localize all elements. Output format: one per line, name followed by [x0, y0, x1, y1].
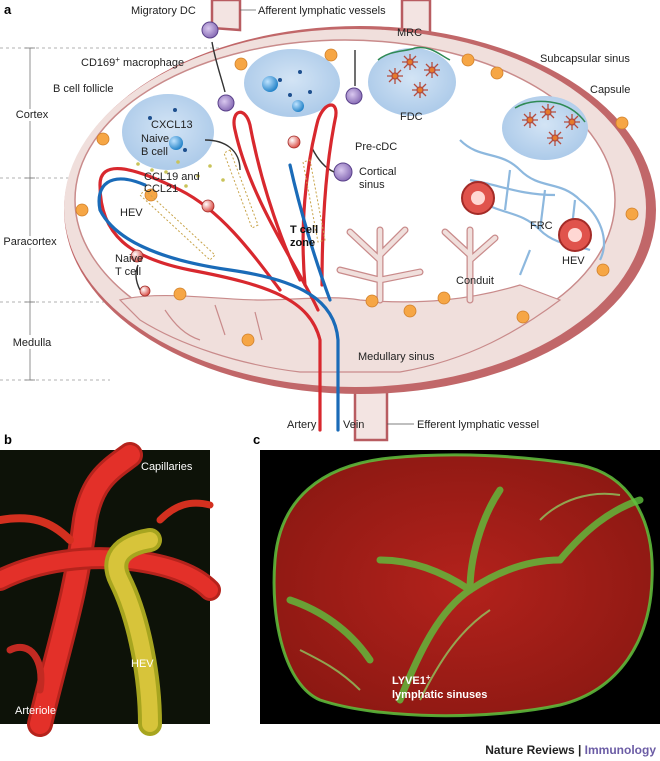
label-afferent: Afferent lymphatic vessels [258, 5, 386, 17]
label-naive-b-2: B cell [141, 146, 168, 158]
mrc-network [377, 46, 586, 123]
label-cortical-2: sinus [359, 179, 385, 191]
label-arteriole: Arteriole [15, 705, 56, 717]
label-naive-t-2: T cell [115, 266, 141, 278]
chemokine-dots [136, 160, 225, 188]
label-medullary-sinus: Medullary sinus [358, 351, 435, 363]
panel-c-micrograph [260, 450, 660, 724]
hev-left [139, 149, 326, 261]
panel-b-micrograph [0, 442, 221, 737]
label-migratory-dc: Migratory DC [131, 5, 196, 17]
label-mrc: MRC [397, 27, 422, 39]
fdc-network [387, 54, 580, 146]
label-subcapsular-sinus: Subcapsular sinus [540, 53, 630, 65]
zone-cortex-label: Cortex [16, 109, 49, 121]
label-hev-right: HEV [562, 255, 585, 267]
follicle-b-cell-2 [292, 100, 304, 112]
zone-medulla-label: Medulla [13, 337, 52, 349]
label-lymphatic-sinuses: lymphatic sinuses [392, 689, 487, 701]
label-naive-b-1: Naive [141, 133, 169, 145]
label-b-cell-follicle: B cell follicle [53, 83, 114, 95]
naive-b-cell [169, 136, 183, 150]
conduit-sinus-branches [442, 227, 498, 303]
label-conduit: Conduit [456, 275, 494, 287]
label-capsule: Capsule [590, 84, 630, 96]
panel-label-b: b [4, 432, 12, 447]
afferent-lymphatic-vessels [210, 0, 432, 39]
label-tzone-2: zone [290, 237, 315, 249]
label-vein: Vein [343, 419, 364, 431]
label-hev-left: HEV [120, 207, 143, 219]
label-cxcl13: CXCL13 [151, 119, 193, 131]
hev-right [461, 181, 592, 252]
b-cell-follicles [122, 48, 588, 170]
follicle-dots [148, 70, 312, 152]
label-panel-b-hev: HEV [131, 658, 154, 670]
label-naive-t-1: Naive [115, 253, 143, 265]
panel-label-c: c [253, 432, 260, 447]
label-lyve1: LYVE1+ [392, 673, 431, 687]
migration-arrows [135, 41, 356, 291]
label-pre-cdc: Pre-cDC [355, 141, 397, 153]
zone-paracortex-label: Paracortex [3, 236, 57, 248]
label-efferent: Efferent lymphatic vessel [417, 419, 539, 431]
blood-vessels [97, 103, 340, 432]
label-capillaries: Capillaries [141, 461, 193, 473]
cortical-sinus-branches [337, 227, 423, 303]
label-fdc: FDC [400, 111, 423, 123]
t-cells [130, 135, 301, 297]
label-artery: Artery [287, 419, 317, 431]
panel-label-a: a [4, 2, 12, 17]
label-ccl-1: CCL19 and [144, 171, 200, 183]
label-cd169: CD169+ macrophage [81, 55, 184, 69]
label-ccl-2: CCL21 [144, 183, 178, 195]
zone-bar [25, 47, 35, 381]
label-cortical-1: Cortical [359, 166, 396, 178]
cd169-macrophages [75, 48, 639, 347]
footer-credit: Nature Reviews | Immunology [485, 743, 656, 757]
label-tzone-1: T cell [290, 224, 318, 236]
label-frc: FRC [530, 220, 553, 232]
follicle-b-cell [262, 76, 278, 92]
